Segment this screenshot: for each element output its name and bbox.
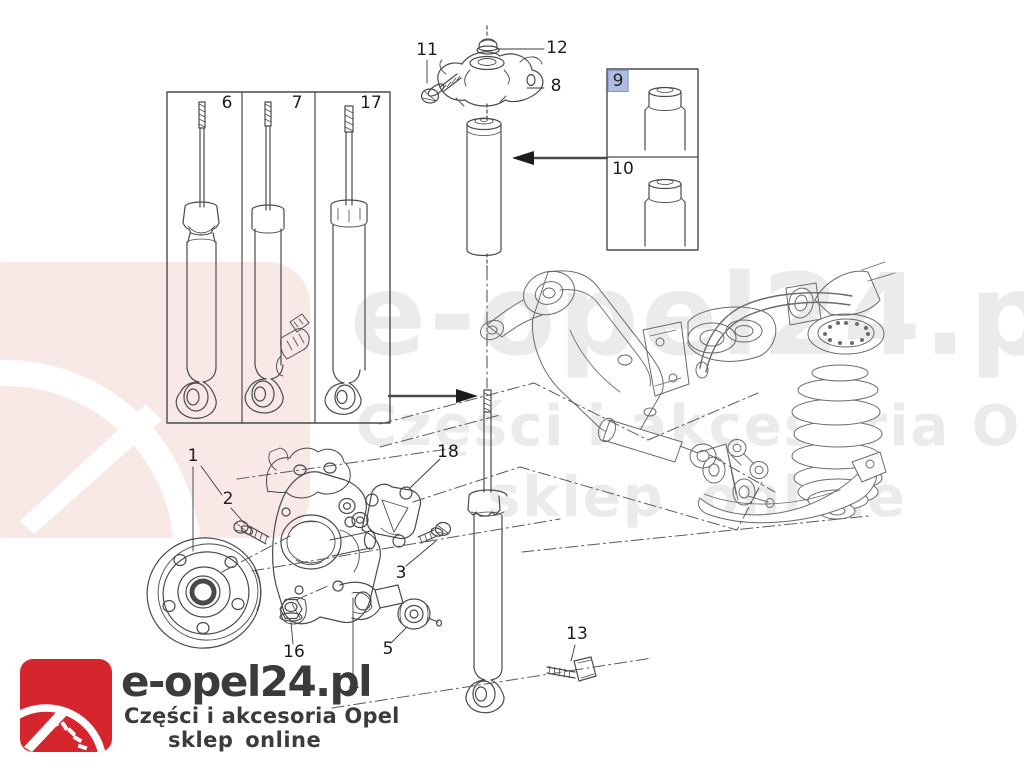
bump-stop-9	[644, 86, 686, 151]
bolt-3	[417, 521, 452, 544]
top-mount-group	[420, 25, 544, 389]
dust-cover-box	[606, 68, 699, 251]
axle-assembly	[479, 261, 896, 524]
shock-absorber-variant-6	[175, 101, 220, 419]
dust-cover	[466, 117, 502, 257]
nut-12	[476, 38, 500, 55]
nut-16	[279, 598, 303, 622]
wheel-hub	[146, 537, 262, 649]
speedometer-icon	[20, 659, 112, 752]
logo-tagline: sklep online	[168, 728, 322, 752]
top-mount-8	[437, 51, 544, 107]
arrow-box-to-shock	[387, 389, 478, 403]
shock-absorber-variant-17	[324, 105, 368, 415]
mounting-plate-18	[365, 483, 422, 548]
arrow-box-to-dust-cover	[512, 151, 609, 165]
logo-subtitle: Części i akcesoria Opel	[124, 704, 400, 728]
logo-title[interactable]: e-opel24.pl	[121, 657, 373, 706]
knuckle	[266, 447, 404, 625]
main-shock-absorber	[465, 389, 508, 714]
bolt-2	[233, 520, 270, 545]
shock-absorber-variant-7	[244, 101, 310, 414]
bump-stop-10	[644, 178, 686, 247]
callout-leader-lines	[192, 48, 576, 677]
bolt-11	[420, 73, 462, 104]
shock-variants-box	[166, 91, 391, 424]
assembly-axis-lines	[221, 382, 869, 709]
bushing-5	[397, 598, 443, 630]
shock-sensor-connector	[276, 313, 310, 377]
